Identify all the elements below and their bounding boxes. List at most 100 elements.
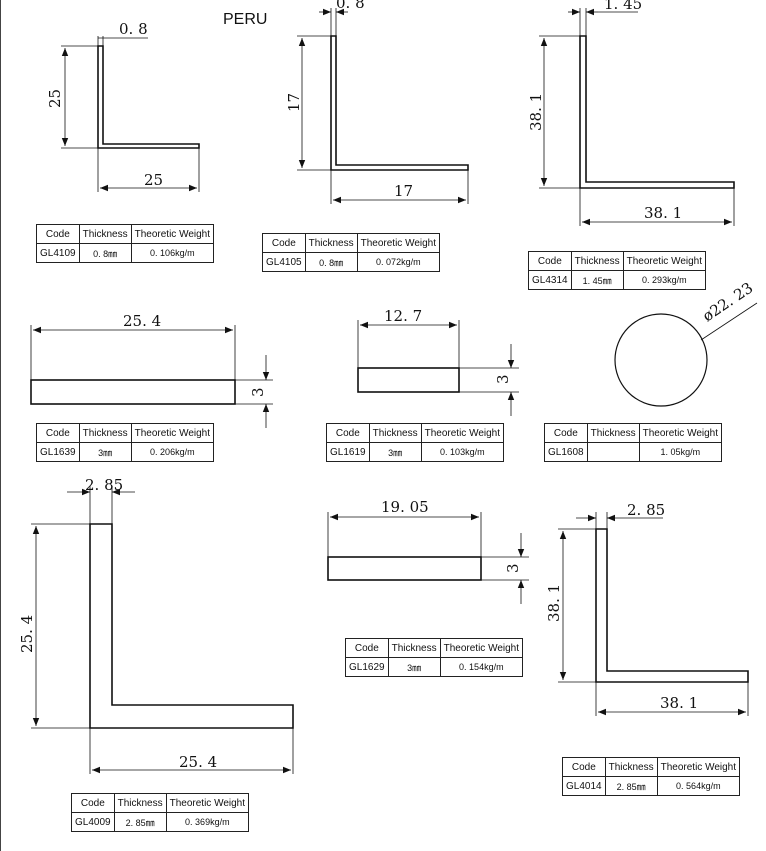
cell-weight: 0. 072kg/m <box>356 252 441 272</box>
cell-code: GL4014 <box>562 776 606 796</box>
cell-code: GL1639 <box>36 442 80 462</box>
header-code: Code <box>36 224 80 244</box>
table-row: GL4109 0. 8㎜ 0. 106kg/m <box>36 243 215 263</box>
cell-thickness: 3㎜ <box>387 657 441 677</box>
dim-diameter-gl1608: ø22. 23 <box>699 279 756 326</box>
dim-width-gl4009: 25. 4 <box>179 753 217 771</box>
header-weight: Theoretic Weight <box>130 423 215 443</box>
cell-weight: 0. 564kg/m <box>656 776 741 796</box>
cell-weight: 0. 369kg/m <box>165 812 250 832</box>
cell-weight: 0. 154kg/m <box>439 657 524 677</box>
dim-height-gl4109: 25 <box>46 89 64 108</box>
header-thickness: Thickness <box>604 757 658 777</box>
header-weight: Theoretic Weight <box>638 423 723 443</box>
header-thickness: Thickness <box>113 793 167 813</box>
header-thickness: Thickness <box>304 233 358 253</box>
cell-weight: 0. 106kg/m <box>130 243 215 263</box>
spec-table-gl1619: Code Thickness Theoretic Weight GL1619 3… <box>326 423 505 462</box>
cell-code: GL1619 <box>326 442 370 462</box>
cell-weight: 1. 05kg/m <box>638 442 723 462</box>
cell-code: GL1608 <box>544 442 588 462</box>
header-thickness: Thickness <box>78 423 132 443</box>
dim-height-gl4105: 17 <box>285 93 303 112</box>
cell-thickness: 3㎜ <box>368 442 422 462</box>
cell-code: GL4009 <box>71 812 115 832</box>
spec-table-gl1629: Code Thickness Theoretic Weight GL1629 3… <box>345 638 524 677</box>
table-header-row: Code Thickness Theoretic Weight <box>544 423 723 443</box>
table-header-row: Code Thickness Theoretic Weight <box>528 251 707 271</box>
dim-thickness-gl4314: 1. 45 <box>604 0 642 13</box>
spec-table-gl4014: Code Thickness Theoretic Weight GL4014 2… <box>562 757 741 796</box>
table-header-row: Code Thickness Theoretic Weight <box>36 423 215 443</box>
table-header-row: Code Thickness Theoretic Weight <box>71 793 250 813</box>
spec-table-gl1608: Code Thickness Theoretic Weight GL1608 1… <box>544 423 723 462</box>
header-weight: Theoretic Weight <box>622 251 707 271</box>
header-weight: Theoretic Weight <box>130 224 215 244</box>
dim-width-gl1639: 25. 4 <box>123 312 161 330</box>
angle-profile-gl4009 <box>31 486 294 774</box>
header-code: Code <box>326 423 370 443</box>
cell-thickness <box>586 442 640 462</box>
page-title: PERU <box>223 11 267 28</box>
header-thickness: Thickness <box>570 251 624 271</box>
table-row: GL1629 3㎜ 0. 154kg/m <box>345 657 524 677</box>
dim-width-gl1619: 12. 7 <box>384 307 422 325</box>
table-header-row: Code Thickness Theoretic Weight <box>262 233 441 253</box>
cell-thickness: 0. 8㎜ <box>304 252 358 272</box>
round-bar-gl1608 <box>614 302 758 407</box>
table-row: GL4014 2. 85㎜ 0. 564kg/m <box>562 776 741 796</box>
dim-thickness-gl1629: 3 <box>504 563 522 573</box>
cell-code: GL4314 <box>528 270 572 290</box>
dim-thickness-gl4009: 2. 85 <box>85 476 123 494</box>
dim-width-gl1629: 19. 05 <box>381 498 429 516</box>
header-code: Code <box>36 423 80 443</box>
angle-profile-gl4314 <box>539 8 735 226</box>
header-thickness: Thickness <box>586 423 640 443</box>
table-row: GL1639 3㎜ 0. 206kg/m <box>36 442 215 462</box>
dim-height-gl4314: 38. 1 <box>527 93 545 131</box>
dim-thickness-gl4105: 0. 8 <box>336 0 365 12</box>
header-code: Code <box>345 638 389 658</box>
header-weight: Theoretic Weight <box>165 793 250 813</box>
cell-weight: 0. 206kg/m <box>130 442 215 462</box>
cell-thickness: 1. 45㎜ <box>570 270 624 290</box>
table-header-row: Code Thickness Theoretic Weight <box>345 638 524 658</box>
table-row: GL1619 3㎜ 0. 103kg/m <box>326 442 505 462</box>
cell-thickness: 3㎜ <box>78 442 132 462</box>
header-code: Code <box>544 423 588 443</box>
spec-table-gl4314: Code Thickness Theoretic Weight GL4314 1… <box>528 251 707 290</box>
dim-height-gl4014: 38. 1 <box>545 584 563 622</box>
dim-thickness-gl1619: 3 <box>494 374 512 384</box>
dim-height-gl4009: 25. 4 <box>18 615 36 653</box>
header-thickness: Thickness <box>78 224 132 244</box>
angle-profile-gl4109 <box>61 36 200 192</box>
table-row: GL4314 1. 45㎜ 0. 293kg/m <box>528 270 707 290</box>
angle-profile-gl4105 <box>297 8 469 204</box>
angle-profile-gl4014 <box>558 512 749 716</box>
header-code: Code <box>262 233 306 253</box>
cell-thickness: 2. 85㎜ <box>113 812 167 832</box>
header-code: Code <box>562 757 606 777</box>
flat-bar-gl1619 <box>357 320 519 416</box>
flat-bar-gl1629 <box>327 512 529 604</box>
table-header-row: Code Thickness Theoretic Weight <box>36 224 215 244</box>
spec-table-gl4009: Code Thickness Theoretic Weight GL4009 2… <box>71 793 250 832</box>
table-row: GL4009 2. 85㎜ 0. 369kg/m <box>71 812 250 832</box>
table-row: GL4105 0. 8㎜ 0. 072kg/m <box>262 252 441 272</box>
cell-code: GL4105 <box>262 252 306 272</box>
table-header-row: Code Thickness Theoretic Weight <box>326 423 505 443</box>
header-weight: Theoretic Weight <box>420 423 505 443</box>
header-code: Code <box>71 793 115 813</box>
dim-thickness-gl4014: 2. 85 <box>627 501 665 519</box>
cell-thickness: 0. 8㎜ <box>78 243 132 263</box>
dim-width-gl4314: 38. 1 <box>644 204 682 222</box>
table-row: GL1608 1. 05kg/m <box>544 442 723 462</box>
cell-thickness: 2. 85㎜ <box>604 776 658 796</box>
dim-thickness-gl1639: 3 <box>249 387 267 397</box>
header-thickness: Thickness <box>368 423 422 443</box>
dim-width-gl4105: 17 <box>394 182 413 200</box>
cell-weight: 0. 293kg/m <box>622 270 707 290</box>
spec-table-gl1639: Code Thickness Theoretic Weight GL1639 3… <box>36 423 215 462</box>
